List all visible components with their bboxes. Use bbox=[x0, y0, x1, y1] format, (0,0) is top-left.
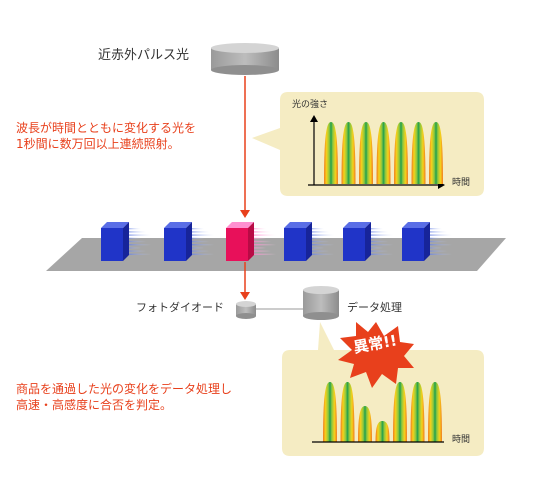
spectrum-bottom-peak bbox=[323, 382, 337, 442]
graph-bottom-xlabel: 時間 bbox=[452, 435, 471, 445]
description-top-line1: 波長が時間とともに変化する光を bbox=[16, 121, 197, 135]
product-box-inspected bbox=[226, 222, 276, 261]
product-box bbox=[343, 222, 393, 261]
description-bottom-line1: 商品を通過した光の変化をデータ処理し bbox=[16, 382, 233, 396]
spectrum-bottom bbox=[323, 382, 442, 442]
spectrum-top-peak bbox=[376, 122, 391, 184]
spectrum-bottom-peak bbox=[410, 382, 425, 442]
data-processing-label: データ処理 bbox=[347, 301, 402, 314]
spectrum-bottom-peak bbox=[428, 382, 442, 442]
spectrum-bottom-peak bbox=[358, 406, 372, 442]
spectrum-bottom-peak bbox=[393, 382, 407, 442]
graph-top-xlabel: 時間 bbox=[452, 178, 471, 188]
spectrum-top-peak bbox=[341, 122, 356, 184]
description-top-line2: 1秒間に数万回以上連続照射。 bbox=[16, 137, 180, 152]
spectrum-top bbox=[324, 122, 443, 184]
spectrum-top-peak bbox=[429, 122, 443, 184]
product-box bbox=[284, 222, 334, 261]
spectrum-top-peak bbox=[359, 122, 373, 184]
spectrum-bottom-peak bbox=[375, 421, 390, 442]
laser-source bbox=[211, 43, 279, 75]
data-processor bbox=[303, 286, 339, 320]
spectrum-bottom-peak bbox=[340, 382, 355, 442]
products bbox=[101, 222, 452, 261]
graph-top-ylabel: 光の強さ bbox=[292, 100, 329, 110]
description-bottom: 商品を通過した光の変化をデータ処理し 高速・高感度に合否を判定。 bbox=[16, 381, 232, 413]
product-box bbox=[402, 222, 452, 261]
description-top: 波長が時間とともに変化する光を 1秒間に数万回以上連続照射。 bbox=[16, 120, 196, 152]
laser-beam bbox=[240, 76, 250, 300]
spectrum-top-peak bbox=[411, 122, 426, 184]
description-bottom-line2: 高速・高感度に合否を判定。 bbox=[16, 398, 173, 413]
anomaly-burst bbox=[338, 322, 414, 388]
spectrum-top-peak bbox=[324, 122, 338, 184]
photodiode-label: フォトダイオード bbox=[136, 301, 224, 314]
spectrum-top-peak bbox=[394, 122, 408, 184]
product-box bbox=[164, 222, 214, 261]
photodiode bbox=[236, 301, 256, 319]
product-box bbox=[101, 222, 151, 261]
laser-label: 近赤外パルス光 bbox=[98, 48, 190, 63]
